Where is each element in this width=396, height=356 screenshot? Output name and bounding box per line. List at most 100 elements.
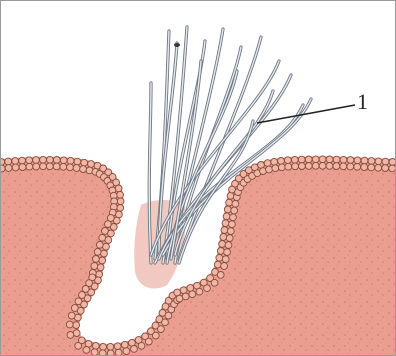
epidermis-cell	[74, 158, 81, 165]
epidermis-cell	[75, 298, 82, 305]
epidermis-cell	[107, 343, 114, 350]
epidermis-cell	[33, 157, 40, 164]
epidermis-cell	[278, 164, 285, 171]
epidermis-cell	[75, 342, 82, 349]
epidermis-cell	[354, 157, 361, 164]
epidermis-cell	[40, 156, 47, 163]
epidermis-cell	[271, 158, 278, 165]
epidermis-cell	[1, 159, 5, 166]
epidermis-cell	[123, 348, 130, 355]
epidermis-cell	[389, 165, 395, 172]
epidermis-cell	[375, 164, 382, 171]
epidermis-cell	[99, 234, 106, 241]
epidermis-cell	[223, 213, 230, 220]
epidermis-cell	[117, 205, 124, 212]
epidermis-cell	[103, 243, 110, 250]
epidermis-cell	[264, 160, 271, 167]
epidermis-cell	[94, 248, 101, 255]
epidermis-cell	[73, 165, 80, 172]
epidermis-cell	[319, 162, 326, 169]
epidermis-cell	[107, 350, 114, 355]
epidermis-cell	[319, 156, 326, 163]
epidermis-cell	[88, 161, 95, 168]
epidermis-cell	[326, 163, 333, 170]
epidermis-cell	[47, 156, 54, 163]
epidermis-cell	[312, 162, 319, 169]
epidermis-cell	[68, 312, 75, 319]
epidermis-cell	[19, 164, 26, 171]
epidermis-cell	[291, 156, 298, 163]
epidermis-cell	[60, 163, 67, 170]
epidermis-cell	[230, 214, 237, 221]
epidermis-cell	[53, 157, 60, 164]
epidermis-cell	[114, 343, 121, 350]
epidermis-cell	[217, 272, 224, 279]
epidermis-cell	[81, 159, 88, 166]
epidermis-cell	[60, 157, 67, 164]
epidermis-cell	[182, 293, 189, 300]
epidermis-cell	[99, 257, 106, 264]
epidermis-cell	[19, 157, 26, 164]
epidermis-cell	[83, 347, 90, 354]
epidermis-cell	[67, 332, 74, 339]
epidermis-cell	[158, 326, 165, 333]
epidermis-cell	[266, 166, 273, 173]
epidermis-cell	[285, 157, 292, 164]
epidermis-cell	[1, 165, 5, 172]
epidermis-cell	[227, 228, 234, 235]
epidermis-cell	[375, 158, 382, 165]
epidermis-cell	[96, 241, 103, 248]
epidermis-cell	[91, 349, 98, 355]
epidermis-cell	[12, 164, 19, 171]
epidermis-cell	[73, 322, 80, 329]
epidermis-cell	[92, 342, 99, 349]
epidermis-cell	[204, 285, 211, 292]
epidermis-cell	[73, 330, 80, 337]
epidermis-cell	[333, 163, 340, 170]
epidermis-cell	[340, 163, 347, 170]
epidermis-cell	[66, 321, 73, 328]
epidermis-cell	[278, 158, 285, 165]
epidermis-cell	[285, 163, 292, 170]
epidermis-cell	[196, 288, 203, 295]
epidermis-cell	[99, 350, 106, 355]
epidermis-cell	[222, 256, 229, 263]
epidermis-cell	[162, 319, 169, 326]
epidermis-cell	[53, 163, 60, 170]
epidermis-cell	[71, 305, 78, 312]
epidermis-cell	[40, 163, 47, 170]
epidermis-cell	[115, 349, 122, 355]
epidermis-cell	[298, 156, 305, 163]
epidermis-cell	[105, 221, 112, 228]
epidermis-cell	[224, 249, 231, 256]
epidermis-cell	[67, 157, 74, 164]
epidermis-cell	[219, 241, 226, 248]
epidermis-cell	[117, 198, 124, 205]
epidermis-cell	[217, 248, 224, 255]
epidermis-cell	[26, 157, 33, 164]
epidermis-cell	[189, 291, 196, 298]
epidermis-cell	[292, 163, 299, 170]
epidermis-cell	[232, 200, 239, 207]
epidermis-cell	[305, 156, 312, 163]
epidermis-cell	[361, 164, 368, 171]
epidermis-cell	[5, 165, 12, 172]
epidermis-cell	[91, 263, 98, 270]
epidermis-cell	[67, 164, 74, 171]
epidermis-cell	[214, 261, 221, 268]
epidermis-cell	[221, 263, 228, 270]
epidermis-cell	[12, 158, 19, 165]
epidermis-cell	[165, 312, 172, 319]
epidermis-cell	[225, 242, 232, 249]
epidermis-cell	[82, 286, 89, 293]
epidermis-cell	[340, 156, 347, 163]
epidermis-cell	[226, 235, 233, 242]
epidermis-cell	[382, 158, 389, 165]
epidermis-cell	[80, 166, 87, 173]
epidermis-cell	[46, 163, 53, 170]
epidermis-cell	[333, 156, 340, 163]
epidermis-cell	[222, 220, 229, 227]
epidermis-cell	[227, 192, 234, 199]
epidermis-cell	[121, 341, 128, 348]
epidermis-cell	[131, 346, 138, 353]
